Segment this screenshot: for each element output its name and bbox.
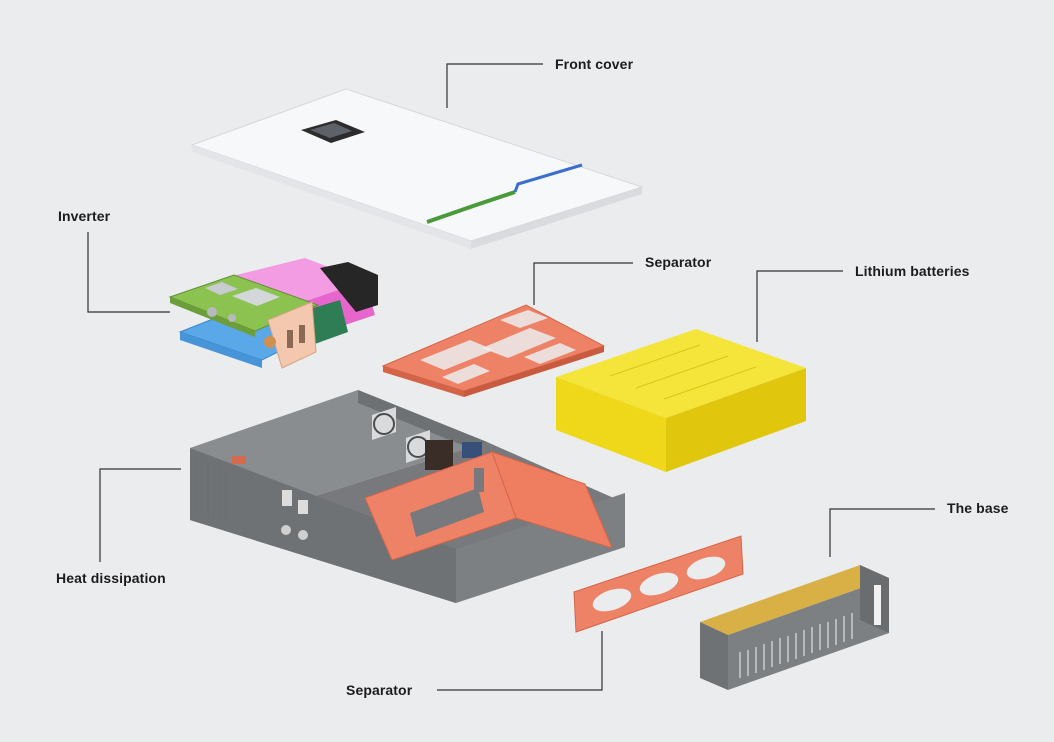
leader-lines xyxy=(87,63,935,691)
cover-stripe-blue xyxy=(513,163,583,193)
lithium-batteries xyxy=(556,329,806,472)
front-cover xyxy=(190,88,644,249)
leader-line-separator-bottom xyxy=(437,631,603,691)
leader-line-heat-dissipation xyxy=(99,468,181,562)
the-base xyxy=(700,565,889,690)
cover-stripe-green xyxy=(426,190,516,224)
label-front-cover: Front cover xyxy=(555,56,634,72)
label-inverter: Inverter xyxy=(58,208,111,224)
leader-line-the-base xyxy=(829,508,935,557)
separator-top xyxy=(381,304,606,397)
leader-line-front-cover xyxy=(446,63,543,108)
label-separator-top: Separator xyxy=(645,254,712,270)
inverter xyxy=(168,258,378,369)
label-the-base: The base xyxy=(947,500,1009,516)
separator-bottom xyxy=(573,535,744,633)
case xyxy=(190,390,625,603)
leader-line-separator-top xyxy=(533,262,633,305)
leader-line-lithium-batteries xyxy=(756,270,843,342)
leader-line-inverter xyxy=(87,232,170,313)
label-separator-bottom: Separator xyxy=(346,682,413,698)
label-heat-dissipation: Heat dissipation xyxy=(56,570,166,586)
label-lithium-batteries: Lithium batteries xyxy=(855,263,970,279)
